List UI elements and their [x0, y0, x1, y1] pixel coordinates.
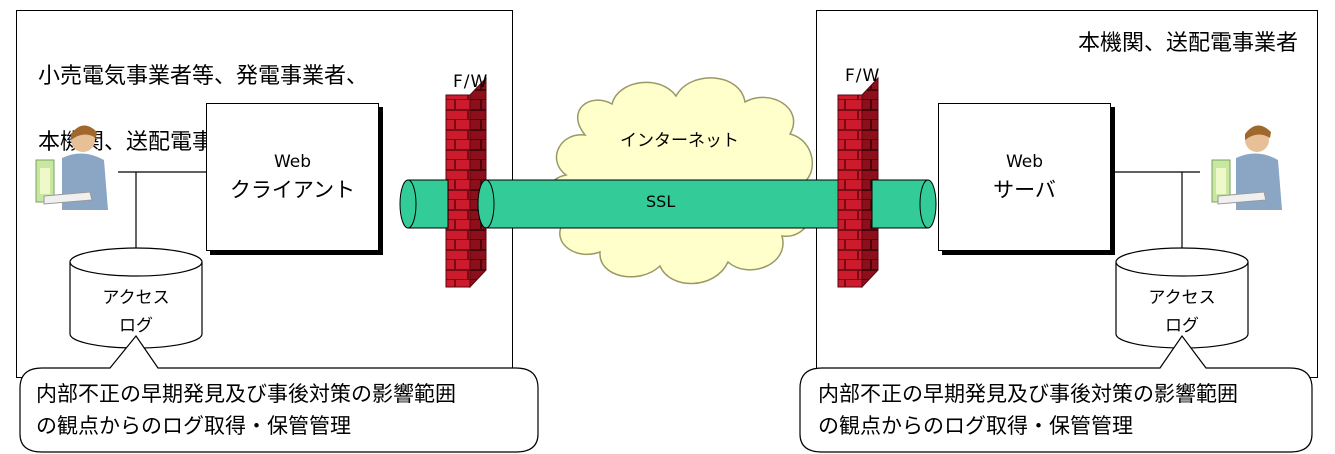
left-db-label-line1: アクセス: [102, 288, 170, 308]
left-access-log-database: [69, 247, 203, 349]
right-connectors: [1108, 171, 1200, 256]
right-zone-title: 本機関、送配電事業者: [1078, 31, 1299, 56]
right-callout-line2: の観点からのログ取得・保管管理: [818, 414, 1133, 438]
internet-label: インターネット: [620, 131, 739, 151]
right-firewall: [837, 76, 879, 289]
left-callout-bubble: [19, 334, 539, 453]
web-client-box: Web クライアント: [206, 103, 379, 251]
web-server-label-line1: Web: [1005, 152, 1044, 172]
right-access-log-database: [1115, 247, 1249, 349]
right-callout-line1: 内部不正の早期発見及び事後対策の影響範囲: [818, 382, 1238, 406]
left-user-icon: [35, 125, 108, 210]
left-callout-line1: 内部不正の早期発見及び事後対策の影響範囲: [36, 382, 456, 406]
left-callout-line2: の観点からのログ取得・保管管理: [36, 414, 351, 438]
right-firewall-label: F/W: [845, 66, 881, 86]
right-callout-text: 内部不正の早期発見及び事後対策の影響範囲 の観点からのログ取得・保管管理: [818, 378, 1238, 442]
web-server-label-line2: サーバ: [993, 178, 1056, 202]
ssl-tunnel-right-segment: [871, 179, 937, 229]
web-client-label-line1: Web: [273, 152, 312, 172]
right-db-label-line1: アクセス: [1148, 288, 1216, 308]
left-firewall-label: F/W: [453, 72, 489, 92]
left-zone-title-line1: 小売電気事業者等、発電事業者、: [38, 64, 369, 89]
left-db-label-line2: ログ: [119, 316, 153, 336]
right-db-label: アクセス ログ: [1117, 284, 1247, 340]
web-server-box: Web サーバ: [938, 103, 1111, 251]
ssl-label: SSL: [646, 192, 676, 211]
ssl-tunnel-left-segment: [399, 179, 449, 229]
left-firewall: [445, 76, 487, 289]
web-client-label-line2: クライアント: [229, 178, 356, 202]
left-callout-text: 内部不正の早期発見及び事後対策の影響範囲 の観点からのログ取得・保管管理: [36, 378, 456, 442]
right-callout-bubble: [799, 334, 1313, 453]
left-connectors: [118, 171, 206, 254]
right-user-icon: [1211, 125, 1282, 210]
left-db-label: アクセス ログ: [71, 284, 201, 340]
ssl-tunnel-main: [477, 179, 843, 229]
right-db-label-line2: ログ: [1165, 316, 1199, 336]
